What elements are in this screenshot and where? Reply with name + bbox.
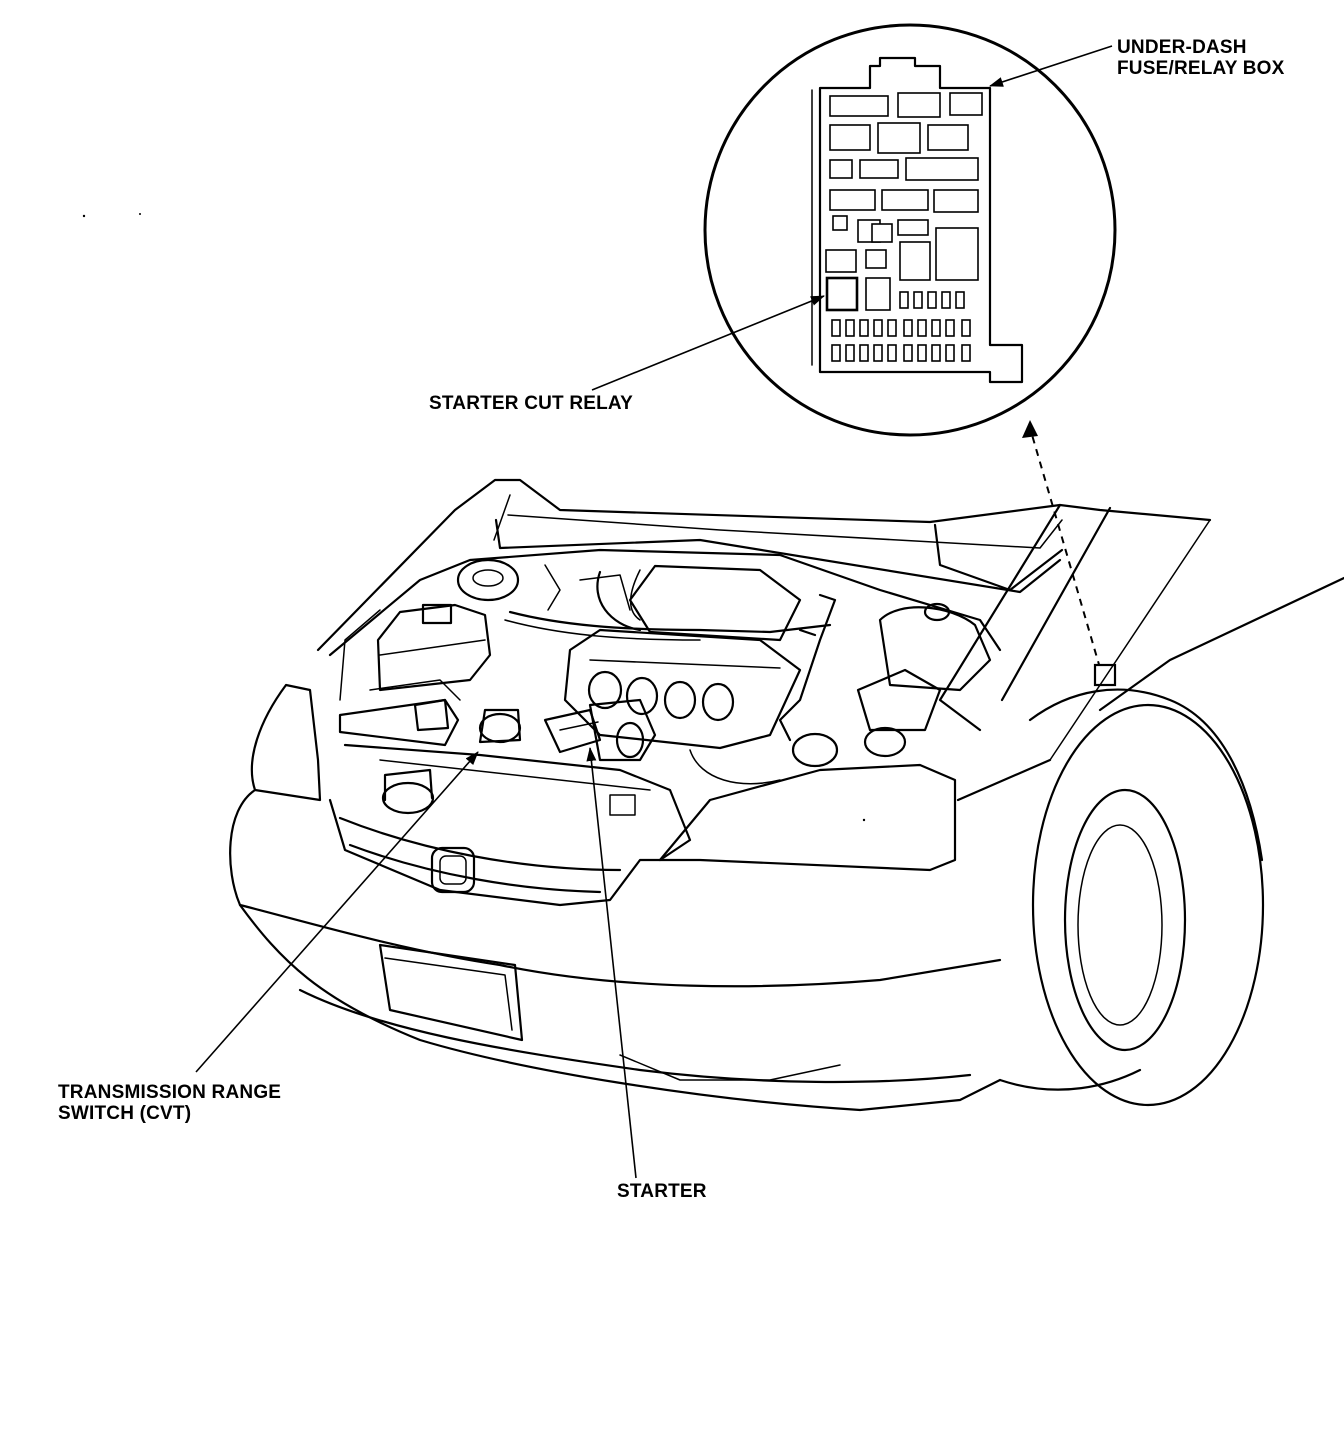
under-dash-fuse-relay-box-label: UNDER-DASH FUSE/RELAY BOX: [1117, 37, 1285, 79]
transmission-range-switch-label: TRANSMISSION RANGE SWITCH (CVT): [58, 1082, 281, 1124]
inset-circle: [703, 23, 1117, 437]
starter-label: STARTER: [617, 1181, 707, 1202]
starter-text: STARTER: [617, 1181, 707, 1202]
fuse-row-1: [899, 291, 965, 309]
transmission-label-line-1: TRANSMISSION RANGE: [58, 1082, 282, 1103]
transmission-label-line-2: SWITCH (CVT): [58, 1103, 192, 1124]
transmission-range-switch: [478, 708, 522, 744]
fuse-relay-box-icon: [811, 56, 1024, 384]
leader-lines: [195, 45, 1117, 1179]
fuse-row-3: [831, 344, 971, 362]
engine-components: [338, 558, 992, 815]
fuse-row-2: [831, 319, 971, 337]
starter-cut-relay-text: STARTER CUT RELAY: [429, 393, 633, 414]
starter-cut-relay-label: STARTER CUT RELAY: [429, 393, 633, 414]
starter-motor: [543, 698, 657, 762]
fuse-box-label-line-1: UNDER-DASH: [1117, 37, 1247, 58]
fuse-box-label-line-2: FUSE/RELAY BOX: [1117, 58, 1285, 79]
car-body: [229, 478, 1344, 1112]
